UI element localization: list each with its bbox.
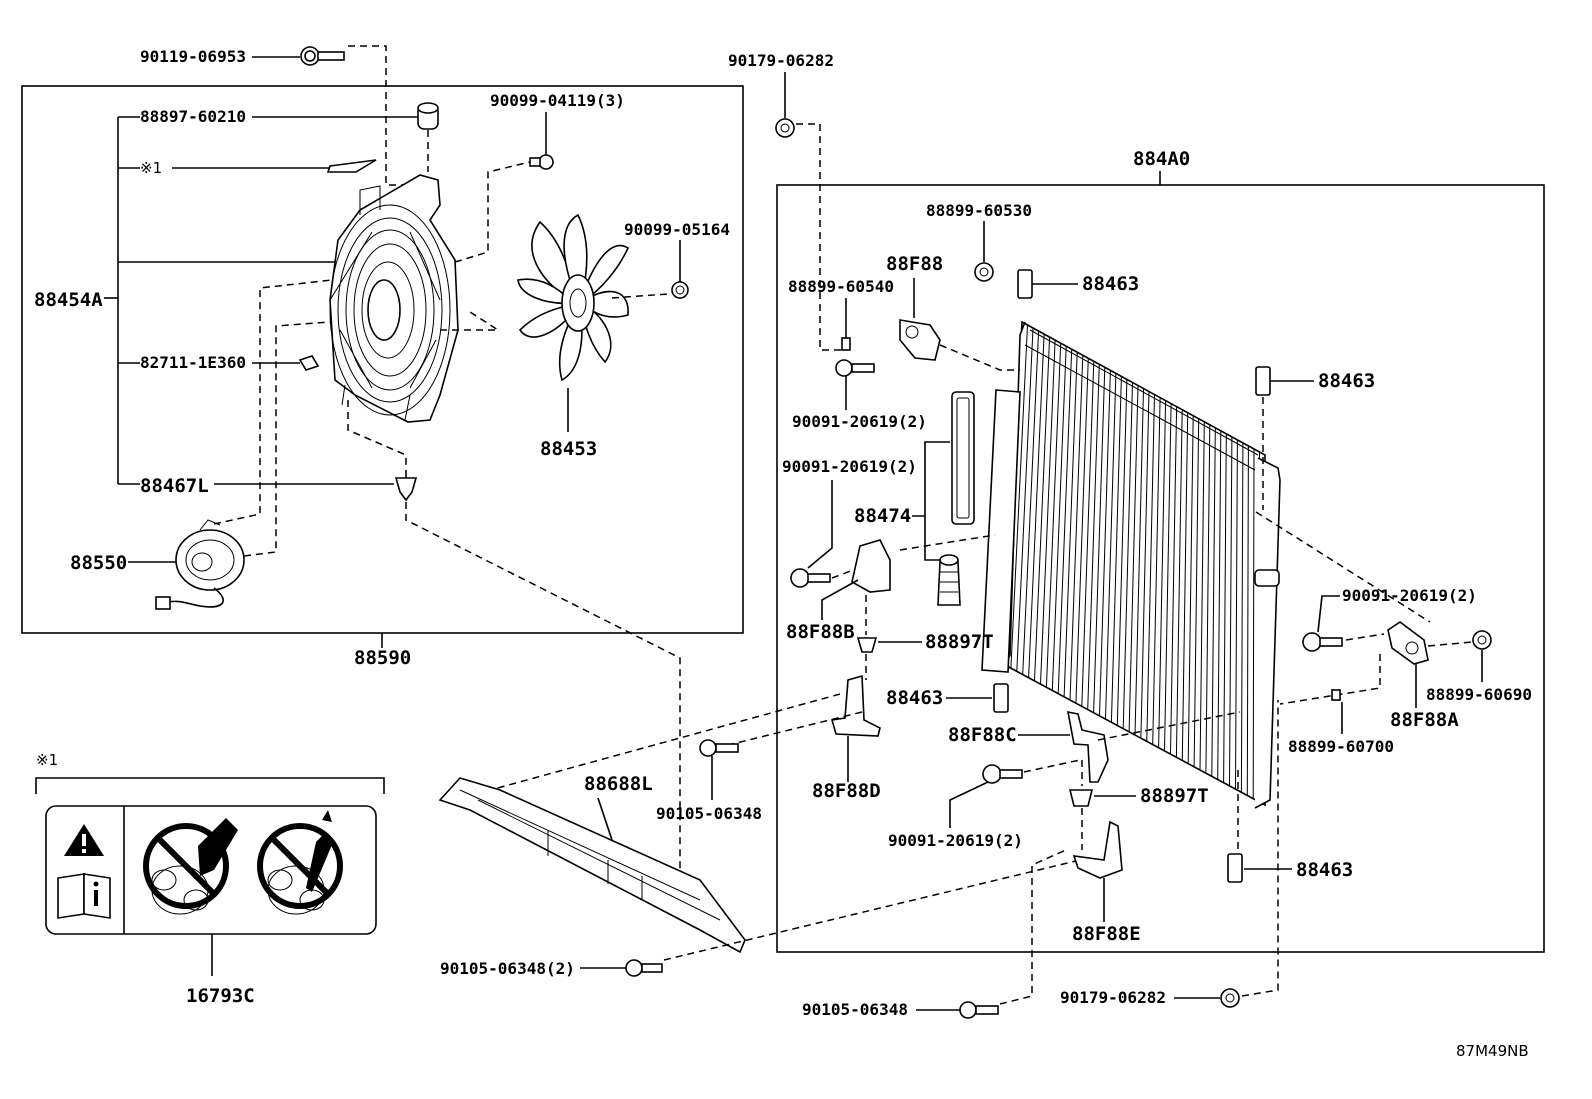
- label-88454A[interactable]: 88454A: [34, 289, 103, 311]
- label-88899-60540[interactable]: 88899-60540: [788, 277, 894, 296]
- bolt-90091-20619-d: [982, 764, 1023, 784]
- bracket-88F88B: [851, 539, 891, 593]
- label-90099-05164[interactable]: 90099-05164: [624, 220, 730, 239]
- label-88899-60700[interactable]: 88899-60700: [1288, 737, 1394, 756]
- label-88474[interactable]: 88474: [854, 505, 911, 527]
- label-88590[interactable]: 88590: [354, 647, 411, 669]
- fan-blade-88453: [517, 213, 630, 382]
- label-90179-06282-top[interactable]: 90179-06282: [728, 51, 834, 70]
- label-88F88A[interactable]: 88F88A: [1390, 709, 1459, 731]
- bolt-90091-20619-b: [790, 568, 831, 588]
- manual-book-icon: [57, 873, 111, 919]
- clamp-82711-1E360: [298, 355, 320, 371]
- label-884A0[interactable]: 884A0: [1133, 148, 1190, 170]
- receiver-88474: [937, 389, 1021, 673]
- nut-88899-60690: [1472, 630, 1492, 650]
- label-88897T-1[interactable]: 88897T: [925, 631, 994, 653]
- label-90091-20619-d[interactable]: 90091-20619(2): [888, 831, 1023, 850]
- label-88897-60210[interactable]: 88897-60210: [140, 107, 246, 126]
- label-88899-60530[interactable]: 88899-60530: [926, 201, 1032, 220]
- cushion-88463-4: [1227, 853, 1243, 883]
- bracket-88F88D: [830, 674, 881, 737]
- grommet-88897T-2: [1068, 789, 1094, 807]
- grommet-88897T-1: [856, 637, 878, 653]
- label-88688L[interactable]: 88688L: [584, 773, 653, 795]
- bolt-90091-20619-c: [1302, 632, 1343, 652]
- bolt-90119-06953: [300, 46, 345, 66]
- label-88463-2[interactable]: 88463: [1318, 370, 1375, 392]
- pin-88899-60700: [1331, 689, 1341, 701]
- grommet-88897-60210: [417, 102, 439, 130]
- label-90091-20619-a[interactable]: 90091-20619(2): [792, 412, 927, 431]
- label-90105-06348-b[interactable]: 90105-06348: [802, 1000, 908, 1019]
- label-88F88[interactable]: 88F88: [886, 253, 943, 275]
- nut-90099-05164: [671, 281, 689, 299]
- label-90099-04119[interactable]: 90099-04119(3): [490, 91, 625, 110]
- seal-88688L: [438, 777, 746, 954]
- no-hand-near-fan-icon: [143, 818, 238, 915]
- label-82711-1E360[interactable]: 82711-1E360: [140, 353, 246, 372]
- label-88463-4[interactable]: 88463: [1296, 859, 1353, 881]
- fan-shroud-88454A: [329, 174, 459, 423]
- label-88F88D[interactable]: 88F88D: [812, 780, 881, 802]
- cushion-88463-2: [1255, 366, 1271, 396]
- label-88897T-2[interactable]: 88897T: [1140, 785, 1209, 807]
- bracket-88F88C: [1066, 710, 1109, 783]
- label-90091-20619-b[interactable]: 90091-20619(2): [782, 457, 917, 476]
- label-90105-06348-2[interactable]: 90105-06348(2): [440, 959, 575, 978]
- nut-88899-60530: [974, 262, 994, 282]
- bracket-88F88E: [1072, 820, 1123, 879]
- diagram-code: 87M49NB: [1456, 1042, 1529, 1060]
- warning-sticker: [326, 159, 377, 173]
- bolt-90105-06348-a: [699, 739, 739, 757]
- nut-90179-06282-bot: [1220, 988, 1240, 1008]
- note-mark-1[interactable]: ※1: [36, 751, 58, 769]
- clip-88467L: [394, 470, 418, 502]
- label-88463-3[interactable]: 88463: [886, 687, 943, 709]
- label-90179-06282-bot[interactable]: 90179-06282: [1060, 988, 1166, 1007]
- bracket-88F88A: [1387, 621, 1429, 665]
- bolt-90091-20619-a: [835, 359, 875, 377]
- label-90091-20619-c[interactable]: 90091-20619(2): [1342, 586, 1477, 605]
- cushion-88463-1: [1017, 269, 1033, 299]
- nut-90179-06282-top: [775, 118, 795, 138]
- no-tool-near-fan-icon: [257, 810, 343, 915]
- cushion-88463-3: [993, 683, 1009, 713]
- label-16793C[interactable]: 16793C: [186, 985, 255, 1007]
- warning-label-16793C: [45, 805, 377, 935]
- label-88899-60690[interactable]: 88899-60690: [1426, 685, 1532, 704]
- bracket-88F88: [899, 319, 941, 361]
- label-88F88C[interactable]: 88F88C: [948, 724, 1017, 746]
- label-90105-06348-a[interactable]: 90105-06348: [656, 804, 762, 823]
- label-88467L[interactable]: 88467L: [140, 475, 209, 497]
- label-88550[interactable]: 88550: [70, 552, 127, 574]
- label-90119-06953[interactable]: 90119-06953: [140, 47, 246, 66]
- label-88F88B[interactable]: 88F88B: [786, 621, 855, 643]
- bolt-90105-06348-2: [625, 959, 663, 977]
- label-note-1[interactable]: ※1: [140, 159, 162, 177]
- bolt-90099-04119: [529, 154, 554, 170]
- bolt-90105-06348-b: [959, 1001, 999, 1019]
- fan-motor-88550: [155, 519, 245, 610]
- label-88463-1[interactable]: 88463: [1082, 273, 1139, 295]
- label-88F88E[interactable]: 88F88E: [1072, 923, 1141, 945]
- pin-88899-60540: [841, 337, 851, 351]
- label-88453[interactable]: 88453: [540, 438, 597, 460]
